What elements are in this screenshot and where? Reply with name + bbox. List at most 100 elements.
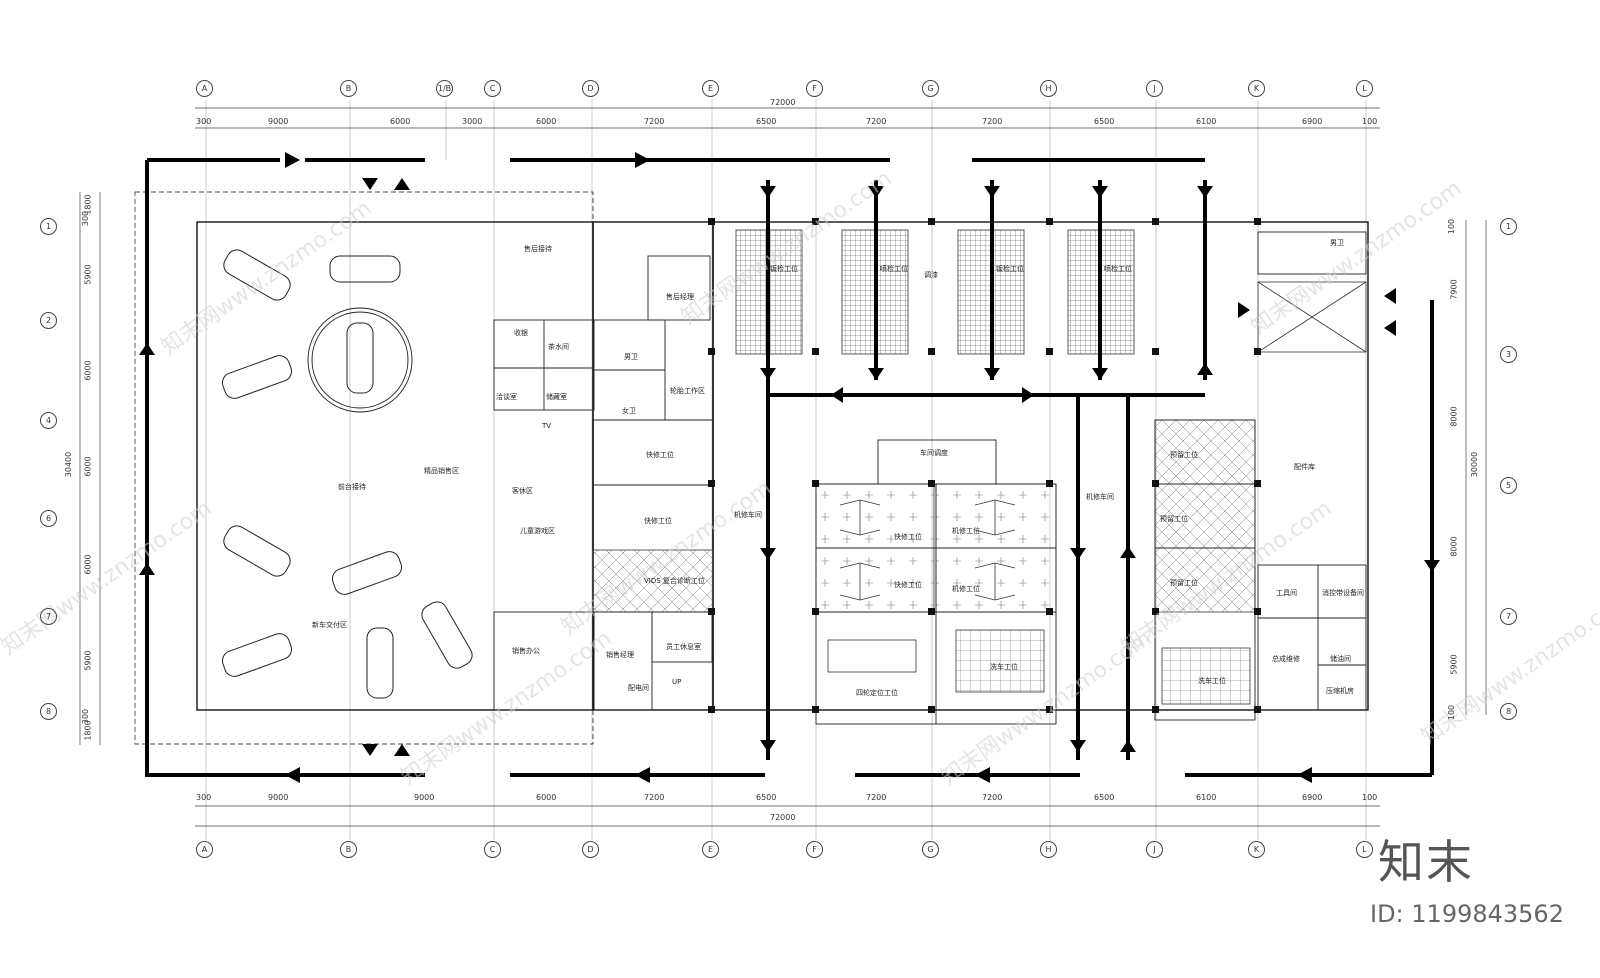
room-label: 前台接待 (338, 483, 366, 491)
dimension-top: 3000 (462, 117, 483, 126)
dimension-right: 5900 (1449, 654, 1459, 675)
room-label: 精品销售区 (424, 467, 459, 475)
room-label: 机修车间 (1086, 493, 1114, 501)
axis-bubble-top: K (1248, 80, 1265, 97)
room-label: 洽谈室 (496, 393, 517, 401)
room-label: 洗车工位 (1198, 677, 1226, 685)
car-icons (221, 249, 473, 699)
dimension-left: 6000 (83, 360, 93, 381)
dimension-lines (79, 107, 1487, 827)
room-label: 配件库 (1294, 463, 1315, 471)
room-label: 配电间 (628, 684, 649, 692)
axis-bubble-top: 1/B (436, 80, 453, 97)
dimension-bottom: 7200 (644, 793, 665, 802)
axis-bubble-bottom: A (196, 841, 213, 858)
room-label: 销售经理 (606, 651, 634, 659)
axis-bubble-bottom: K (1248, 841, 1265, 858)
axis-bubble-left: 2 (40, 312, 57, 329)
axis-bubble-top: H (1040, 80, 1057, 97)
axis-bubble-left: 1 (40, 218, 57, 235)
axis-bubble-left: 7 (40, 608, 57, 625)
room-label: 总成维修 (1272, 655, 1300, 663)
room-label: 男卫 (1330, 239, 1344, 247)
dimension-top: 6500 (756, 117, 777, 126)
axis-bubble-top: C (484, 80, 501, 97)
room-label: 钣检工位 (996, 265, 1024, 273)
room-label: 男卫 (624, 353, 638, 361)
room-label: 售后经理 (666, 293, 694, 301)
dimension-bottom: 9000 (414, 793, 435, 802)
room-label: 钣检工位 (770, 265, 798, 273)
axis-bubble-right: 8 (1500, 703, 1517, 720)
axis-bubble-bottom: F (806, 841, 823, 858)
room-label: 压缩机房 (1326, 687, 1354, 695)
dimension-left: 1800 (83, 720, 93, 741)
axis-bubble-top: F (806, 80, 823, 97)
dimension-top: 6000 (390, 117, 411, 126)
columns (708, 218, 1261, 713)
room-label: 预留工位 (1170, 579, 1198, 587)
axis-bubble-top: L (1356, 80, 1373, 97)
dimension-bottom: 6000 (536, 793, 557, 802)
axis-bubble-right: 3 (1500, 346, 1517, 363)
room-label: 洗车工位 (990, 663, 1018, 671)
dimension-top: 7200 (644, 117, 665, 126)
room-label: VIDS 复合诊断工位 (644, 577, 705, 585)
dimension-right: 8000 (1449, 536, 1459, 557)
axis-bubble-bottom: D (582, 841, 599, 858)
image-id: ID: 1199843562 (1370, 900, 1564, 928)
room-label: 女卫 (622, 407, 636, 415)
dimension-right: 100 (1447, 704, 1457, 721)
dimension-right: 8000 (1449, 406, 1459, 427)
dimension-top: 7200 (866, 117, 887, 126)
room-label: 快修工位 (894, 581, 922, 589)
lift-icons (827, 499, 1016, 673)
dimension-total-bottom: 72000 (770, 813, 796, 822)
axis-bubble-top: G (922, 80, 939, 97)
dimension-top: 100 (1362, 117, 1378, 126)
room-label: 儿童游戏区 (520, 527, 555, 535)
axis-bubble-left: 4 (40, 412, 57, 429)
dimension-left: 6000 (83, 554, 93, 575)
axis-bubble-bottom: G (922, 841, 939, 858)
room-label: 新车交付区 (312, 621, 347, 629)
room-label: 销售办公 (512, 647, 540, 655)
room-label: 机修车间 (734, 511, 762, 519)
axis-bubble-top: E (702, 80, 719, 97)
dimension-top: 6900 (1302, 117, 1323, 126)
axis-bubble-top: J (1146, 80, 1163, 97)
axis-bubble-bottom: J (1146, 841, 1163, 858)
dimension-bottom: 7200 (866, 793, 887, 802)
room-label: 快修工位 (646, 451, 674, 459)
traffic-flow (145, 158, 1434, 777)
axis-bubble-left: 6 (40, 510, 57, 527)
axis-bubble-top: A (196, 80, 213, 97)
axis-bubble-right: 7 (1500, 608, 1517, 625)
room-label: 茶水间 (548, 343, 569, 351)
dimension-top: 7200 (982, 117, 1003, 126)
dimension-top: 6100 (1196, 117, 1217, 126)
room-label: 售后接待 (524, 245, 552, 253)
room-label: 机修工位 (952, 527, 980, 535)
room-label: 客休区 (512, 487, 533, 495)
axis-bubble-right: 5 (1500, 477, 1517, 494)
dimension-total-top: 72000 (770, 98, 796, 107)
axis-bubble-right: 1 (1500, 218, 1517, 235)
room-label: 四轮定位工位 (856, 689, 898, 697)
dimension-top: 300 (196, 117, 212, 126)
room-label: 预留工位 (1160, 515, 1188, 523)
dimension-right: 100 (1447, 218, 1457, 235)
room-label: 喷检工位 (1104, 265, 1132, 273)
room-label: UP (672, 678, 682, 686)
dimension-right: 7900 (1449, 279, 1459, 300)
dimension-left: 5900 (83, 264, 93, 285)
room-label: 快修工位 (894, 533, 922, 541)
room-label: 车间调度 (920, 449, 948, 457)
dimension-bottom: 100 (1362, 793, 1378, 802)
room-label: 喷检工位 (880, 265, 908, 273)
dimension-left: 6000 (83, 456, 93, 477)
axis-bubble-bottom: L (1356, 841, 1373, 858)
axis-bubble-bottom: B (340, 841, 357, 858)
axis-bubble-bottom: C (484, 841, 501, 858)
dimension-left: 5900 (83, 650, 93, 671)
